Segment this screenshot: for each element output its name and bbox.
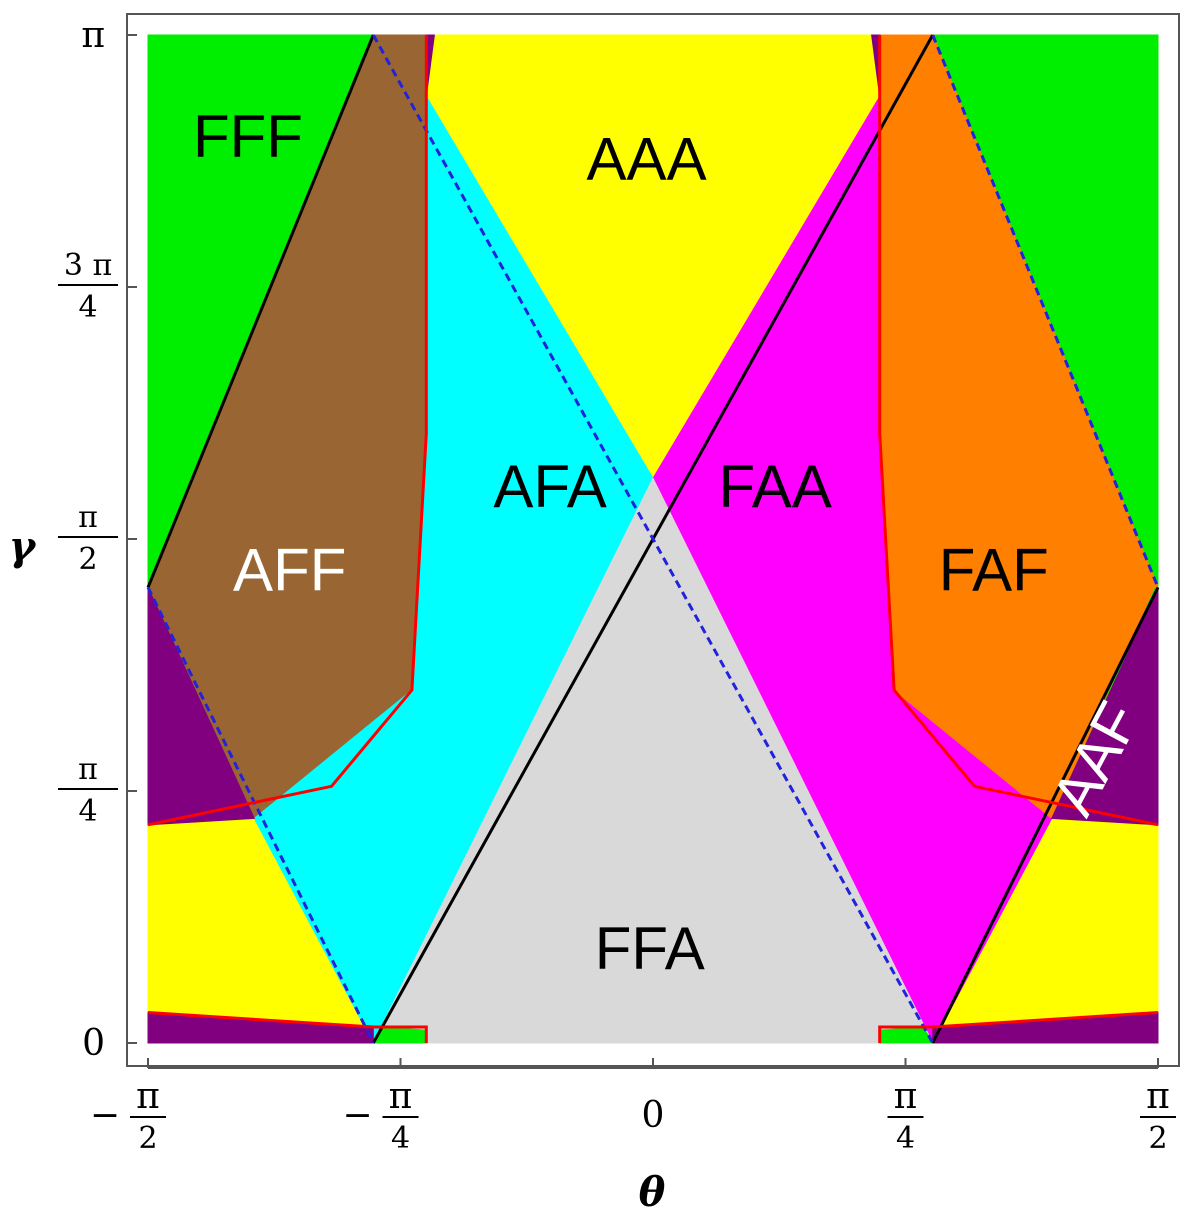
- red-curve-bottom-left: [147, 1011, 428, 1043]
- blue-dashed-1: [371, 34, 935, 1044]
- x-tick-num: π: [389, 1076, 413, 1117]
- x-tick-den: 4: [391, 1121, 410, 1156]
- y-tick-label: 0: [82, 1023, 105, 1064]
- y-tick-den: 4: [78, 290, 97, 325]
- region-label-AFA: AFA: [493, 453, 606, 520]
- region-AAF: [1050, 587, 1159, 826]
- red-curve-left: [147, 35, 428, 827]
- region-label-AAA: AAA: [587, 126, 707, 193]
- x-tick-sign: −: [342, 1095, 372, 1136]
- region-purple-left: [147, 587, 256, 826]
- y-tick-num: 3 π: [64, 248, 112, 283]
- x-tick-den: 4: [896, 1121, 915, 1156]
- blue-dashed-3: [931, 34, 1160, 588]
- blue-dashed-2: [146, 586, 375, 1044]
- region-FFA: [372, 477, 934, 1044]
- black-line-3: [931, 586, 1160, 1044]
- x-tick-den: 2: [138, 1121, 157, 1156]
- red-curve-right: [878, 35, 1159, 827]
- red-curve-bottom-right: [878, 1011, 1159, 1043]
- x-tick-num: π: [1146, 1076, 1170, 1117]
- y-tick-den: 2: [78, 542, 97, 577]
- region-label-FFA: FFA: [595, 915, 705, 982]
- x-tick-num: π: [136, 1076, 160, 1117]
- y-tick-den: 4: [78, 794, 97, 829]
- region-label-FFF: FFF: [193, 103, 303, 170]
- x-axis-title: θ: [639, 1169, 666, 1216]
- region-label-AFF: AFF: [233, 536, 346, 603]
- region-label-FAF: FAF: [939, 536, 1049, 603]
- x-tick-num: π: [894, 1076, 918, 1117]
- black-line-1: [146, 34, 375, 588]
- region-label-FAA: FAA: [718, 453, 831, 520]
- y-tick-num: π: [78, 500, 98, 535]
- x-tick-label: 0: [642, 1095, 665, 1136]
- x-tick-den: 2: [1148, 1121, 1167, 1156]
- y-tick-num: π: [78, 752, 98, 787]
- boundary-layer: [146, 34, 1160, 1044]
- y-axis-title: γ: [9, 523, 37, 570]
- y-tick-label: π: [81, 15, 105, 56]
- x-tick-sign: −: [90, 1095, 120, 1136]
